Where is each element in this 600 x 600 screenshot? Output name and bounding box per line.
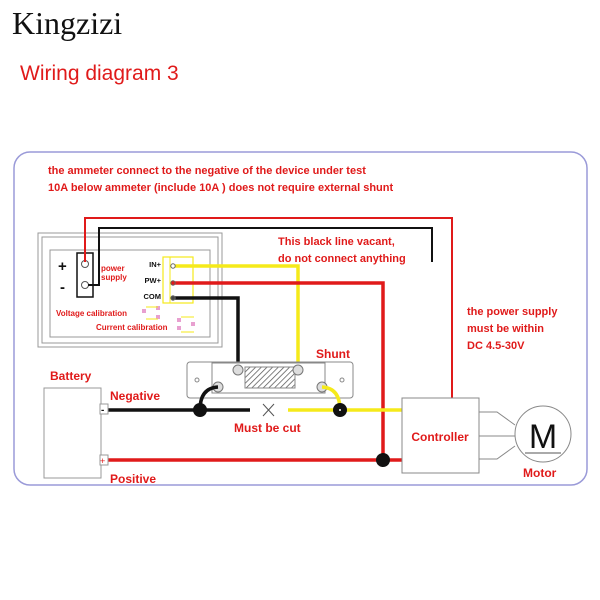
cut-mark-icon [262,403,275,417]
motor-label: Motor [523,466,557,480]
meter: + - power supply IN+ PW+ COM Voltage cal… [37,232,223,348]
plus-sign: + [58,258,67,275]
outer-frame [13,151,588,486]
pw-plus-wire [175,281,385,460]
note-vacant-2: do not connect anything [278,253,406,265]
note-top-2: 10A below ammeter (include 10A ) does no… [48,182,393,194]
vacant-black-wire [88,227,433,286]
battery-positive-sign: + [100,456,105,466]
must-be-cut-label: Must be cut [234,421,301,435]
battery-negative-sign: - [101,405,104,416]
shunt [186,361,354,399]
controller-label: Controller [411,430,469,444]
note-top-1: the ammeter connect to the negative of t… [48,165,366,177]
note-supply-2: must be within [467,323,544,335]
junction-dot [376,453,390,467]
shunt-label: Shunt [316,347,350,361]
battery [43,387,102,479]
power-supply-label-1: power [101,264,125,273]
note-supply-1: the power supply [467,306,558,318]
motor-symbol: M [529,418,557,456]
minus-sign: - [60,279,65,296]
motor [514,405,572,463]
pw-plus-label: PW+ [145,276,162,285]
junction-dot [193,403,207,417]
diagram-title: Wiring diagram 3 [20,62,179,85]
negative-label: Negative [110,389,160,403]
com-wire [175,296,240,368]
power-supply-label-2: supply [101,273,127,282]
watermark: Kingzizi [12,5,122,41]
positive-label: Positive [110,472,156,486]
current-calibration-label: Current calibration [96,323,168,332]
in-plus-wire [175,264,300,368]
battery-label: Battery [50,369,92,383]
voltage-calibration-label: Voltage calibration [56,309,127,318]
in-plus-label: IN+ [149,260,162,269]
com-label: COM [144,292,162,301]
note-vacant-1: This black line vacant, [278,236,395,248]
supply-positive-wire [84,217,453,398]
note-supply-3: DC 4.5-30V [467,340,525,352]
